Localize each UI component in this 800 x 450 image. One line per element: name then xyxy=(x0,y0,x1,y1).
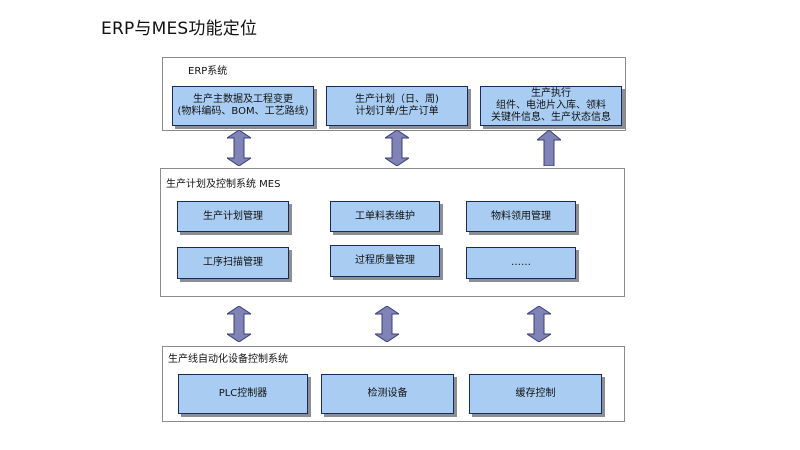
mes-box-material-usage: 物料领用管理 xyxy=(466,201,576,232)
automation-box-inspection: 检测设备 xyxy=(321,374,454,414)
erp-panel-label: ERP系统 xyxy=(188,66,228,77)
erp-box-master-data: 生产主数据及工程变更 (物料编码、BOM、工艺路线) xyxy=(172,86,314,126)
mes-box-quality: 过程质量管理 xyxy=(330,245,440,277)
automation-panel-label: 生产线自动化设备控制系统 xyxy=(168,354,288,365)
mes-box-more: …… xyxy=(466,247,576,279)
mes-panel-label: 生产计划及控制系统 MES xyxy=(166,179,281,190)
erp-box-production-plan: 生产计划（日、周) 计划订单/生产订单 xyxy=(326,86,468,126)
double-arrow-icon xyxy=(375,306,399,342)
mes-box-process-scan: 工序扫描管理 xyxy=(177,247,289,279)
double-arrow-icon xyxy=(527,306,551,342)
erp-box-production-execution: 生产执行 组件、电池片入库、领料 关键件信息、生产状态信息 xyxy=(480,86,622,126)
mes-box-work-order: 工单料表维护 xyxy=(330,201,440,232)
automation-box-plc: PLC控制器 xyxy=(178,374,308,414)
double-arrow-icon xyxy=(227,130,251,166)
double-arrow-icon xyxy=(227,306,251,342)
automation-box-buffer: 缓存控制 xyxy=(469,374,602,414)
double-arrow-icon xyxy=(385,130,409,166)
mes-box-production-plan: 生产计划管理 xyxy=(177,201,289,232)
up-arrow-icon xyxy=(537,130,561,166)
page-title: ERP与MES功能定位 xyxy=(101,19,258,39)
